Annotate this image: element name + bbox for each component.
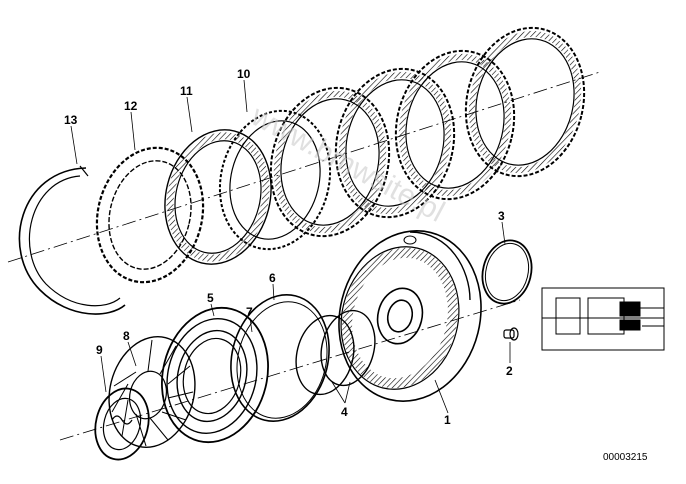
callout-2: 2 [506, 364, 513, 378]
disc-group-rear [334, 26, 586, 219]
callout-5: 5 [207, 291, 214, 305]
part-5-piston [161, 306, 269, 444]
callout-8: 8 [123, 329, 130, 343]
callout-3: 3 [498, 209, 505, 223]
part-12-disc [95, 146, 205, 284]
callout-1: 1 [444, 413, 451, 427]
part-4-seal-rings [295, 309, 376, 396]
callouts: 13 12 11 10 3 2 1 4 5 6 7 8 9 [64, 67, 513, 427]
part-11-disc [164, 129, 272, 265]
clutch-disc-pack [18, 26, 586, 315]
callout-4: 4 [341, 405, 348, 419]
callout-12: 12 [124, 99, 138, 113]
cross-section-detail [541, 287, 665, 351]
callout-6: 6 [269, 271, 276, 285]
part-6-ring [230, 294, 330, 422]
callout-13: 13 [64, 113, 78, 127]
part-9-disc [94, 387, 150, 461]
callout-10: 10 [237, 67, 251, 81]
part-2-plug [503, 327, 519, 341]
leader-lines [70, 79, 511, 414]
callout-7: 7 [246, 305, 253, 319]
part-13-snap-ring [18, 165, 126, 315]
part-8-spring [108, 336, 196, 448]
part-10-disc [218, 109, 332, 251]
callout-11: 11 [180, 84, 193, 98]
part-1-drum [338, 230, 482, 402]
part-3-o-ring [481, 239, 533, 305]
document-number: 00003215 [603, 452, 648, 463]
callout-9: 9 [96, 343, 103, 357]
